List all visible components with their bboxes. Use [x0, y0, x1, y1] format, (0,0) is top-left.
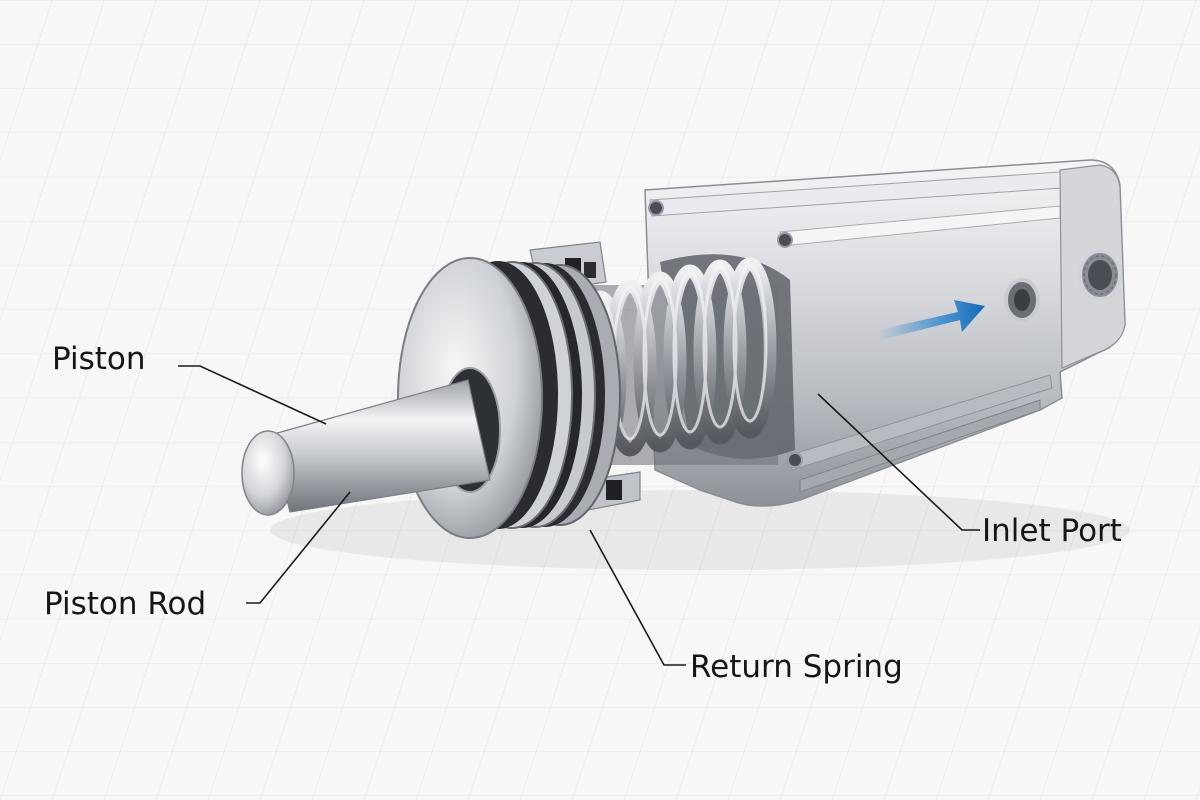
leader-piston — [178, 365, 327, 425]
label-piston-rod: Piston Rod — [44, 586, 206, 622]
label-inlet-port: Inlet Port — [982, 513, 1122, 549]
label-return-spring: Return Spring — [690, 649, 903, 685]
label-piston: Piston — [52, 341, 146, 377]
leader-return-spring — [589, 529, 686, 666]
leader-inlet-port — [817, 393, 980, 531]
flow-arrow-icon — [878, 300, 985, 340]
leader-piston-rod — [246, 491, 351, 604]
leader-lines — [178, 365, 980, 666]
threaded-port — [1078, 249, 1122, 301]
inlet-port — [1004, 278, 1040, 322]
piston-rod — [241, 379, 491, 516]
